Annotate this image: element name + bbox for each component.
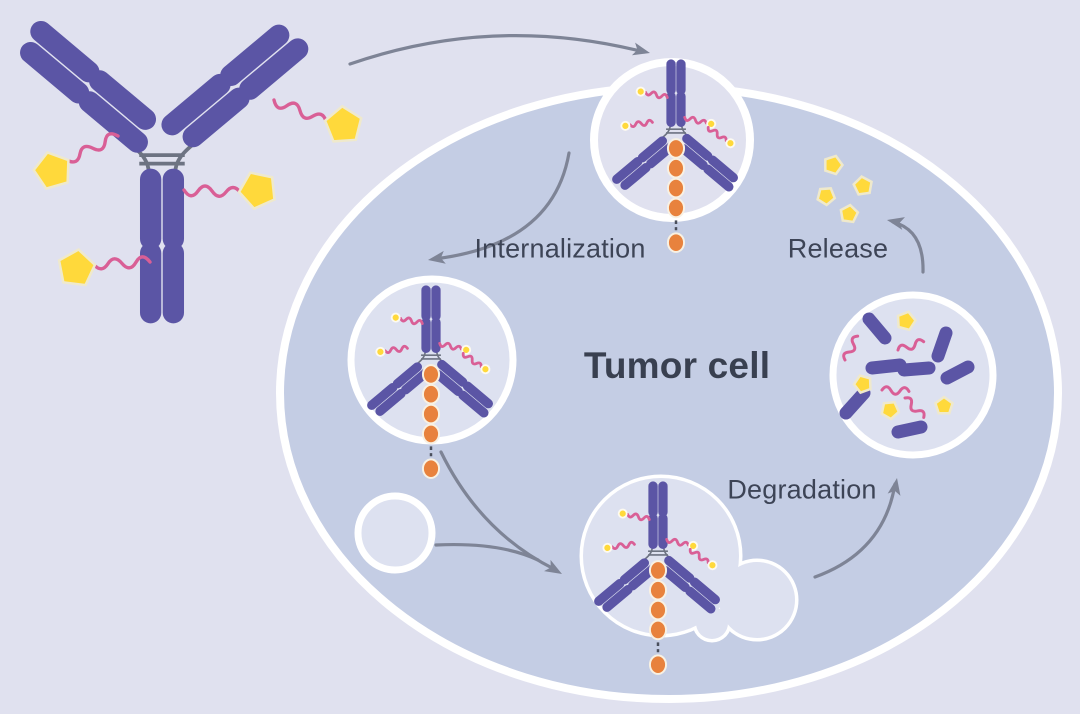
arrow-internalization (428, 151, 571, 264)
empty-vesicle (354, 492, 436, 574)
internalization-label: Internalization (474, 233, 646, 264)
early-endosome (347, 275, 517, 478)
lysosome-fusion-vesicle (579, 474, 799, 674)
tumor-cell-label: Tumor cell (583, 345, 771, 386)
arrow-trafficking (434, 450, 562, 574)
degradation-vesicle (829, 291, 997, 459)
arrow-release (887, 217, 925, 274)
release-label: Release (787, 233, 889, 264)
arrow-degradation (813, 478, 901, 579)
arrow-binding (348, 34, 650, 66)
antibody-fragments (839, 312, 975, 439)
degradation-label: Degradation (727, 474, 877, 505)
